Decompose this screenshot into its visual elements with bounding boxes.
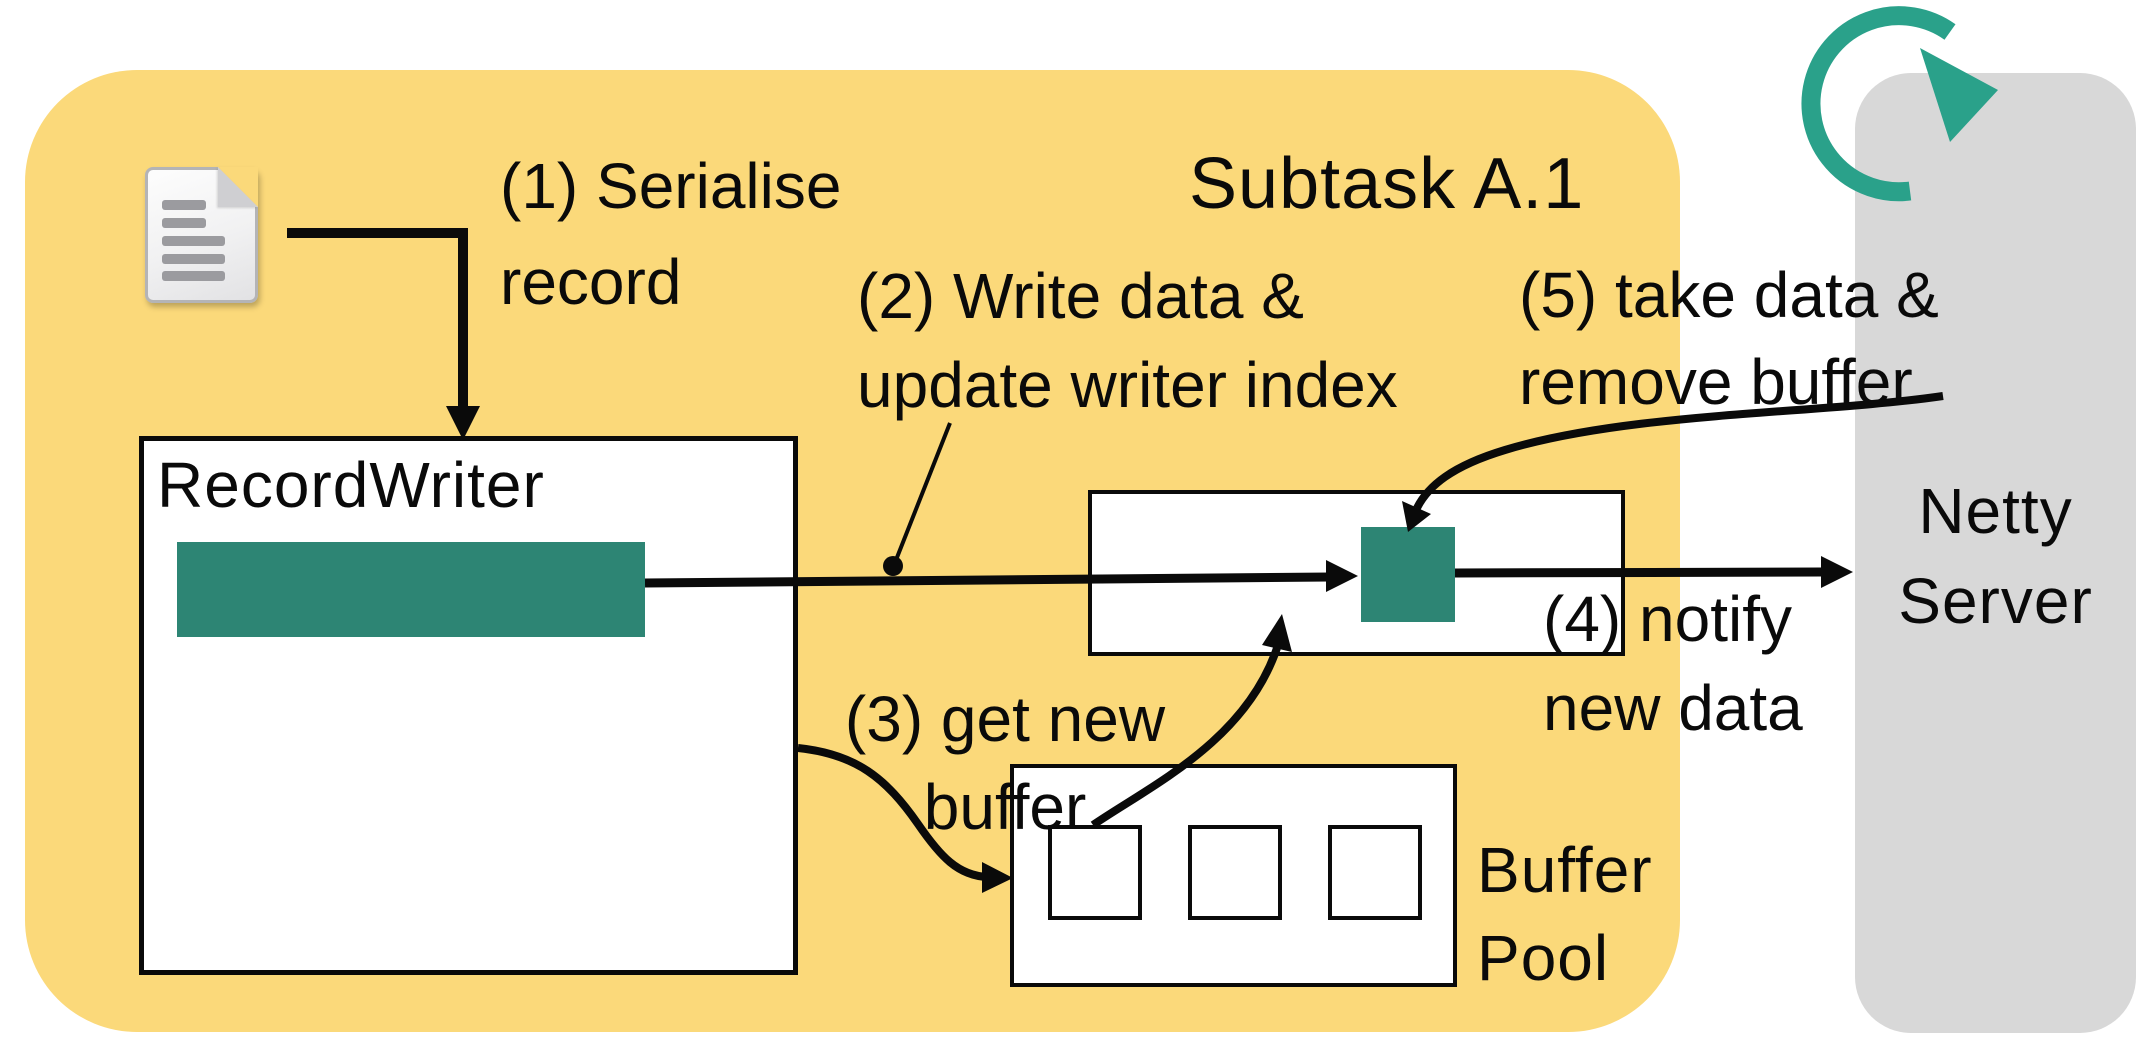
step3-line2: buffer xyxy=(923,771,1087,843)
subtask-title: Subtask A.1 xyxy=(1189,144,1585,224)
document-text-line xyxy=(162,236,225,246)
step5-line1: (5) take data & xyxy=(1519,259,1939,331)
document-text-line xyxy=(162,271,225,281)
step1-label: (1) Serialise record xyxy=(500,138,841,330)
step1-line2: record xyxy=(500,246,682,318)
document-fold xyxy=(218,167,258,207)
document-text-line xyxy=(162,254,225,264)
record-writer-box xyxy=(139,436,798,975)
netty-server-label-line1: Netty xyxy=(1918,475,2073,547)
netty-server-label-line2: Server xyxy=(1898,565,2093,637)
step1-line1: (1) Serialise xyxy=(500,150,842,222)
step3-line1: (3) get new xyxy=(844,683,1166,755)
step5-label: (5) take data & remove buffer xyxy=(1519,252,1939,426)
step4-line1: (4) notify xyxy=(1543,583,1792,655)
netty-server-label: Netty Server xyxy=(1855,466,2136,646)
document-text-line xyxy=(162,218,206,228)
step5-line2: remove buffer xyxy=(1519,346,1913,418)
buffer-pool-slot xyxy=(1328,825,1422,920)
netty-server-box xyxy=(1855,73,2136,1033)
step2-label: (2) Write data & update writer index xyxy=(857,252,1398,430)
step2-line1: (2) Write data & xyxy=(857,260,1304,332)
buffer-pool-label: Buffer Pool xyxy=(1477,826,1653,1002)
step4-line2: new data xyxy=(1543,672,1803,744)
filled-network-buffer xyxy=(1361,527,1455,622)
buffer-pool-label-line2: Pool xyxy=(1477,922,1610,994)
document-icon xyxy=(145,167,258,303)
buffer-pool-label-line1: Buffer xyxy=(1477,834,1653,906)
step2-line2: update writer index xyxy=(857,349,1398,421)
buffer-pool-slot xyxy=(1188,825,1282,920)
step4-label: (4) notify new data xyxy=(1543,575,1803,753)
record-writer-title: RecordWriter xyxy=(157,449,545,521)
step3-label: (3) get new buffer xyxy=(820,675,1190,851)
document-text-line xyxy=(162,200,206,210)
serialised-record-buffer-bar xyxy=(177,542,645,637)
